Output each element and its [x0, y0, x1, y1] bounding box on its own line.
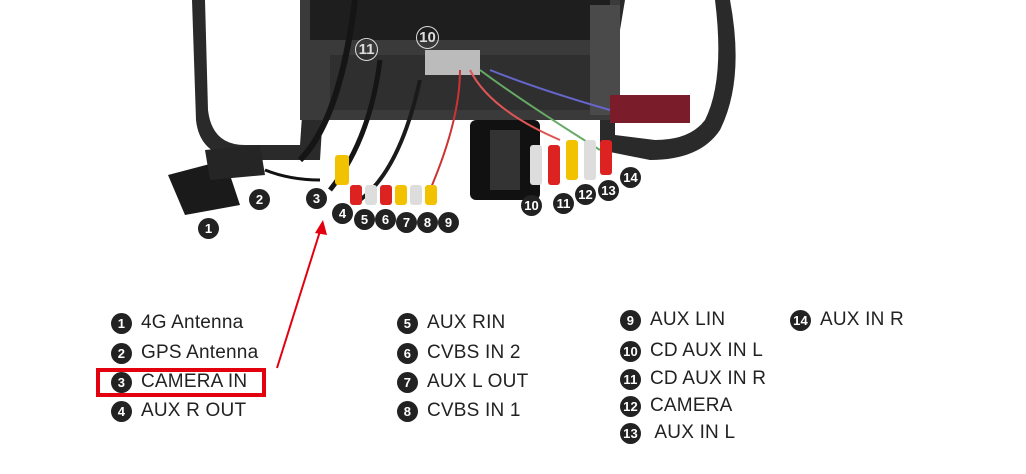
legend-label: 4G Antenna — [141, 312, 244, 333]
photo-number-12: 12 — [575, 184, 605, 205]
legend-label: AUX RIN — [427, 312, 506, 333]
photo-number-9: 9 — [438, 212, 468, 233]
photo-number-5: 5 — [354, 209, 384, 230]
highlight-box — [96, 368, 266, 397]
legend-label: CD AUX IN R — [650, 368, 767, 389]
legend-label: AUX IN R — [820, 309, 904, 330]
photo-number-6: 6 — [375, 209, 405, 230]
photo-number-14: 14 — [620, 167, 650, 188]
legend-label: AUX LIN — [650, 309, 726, 330]
legend-label: AUX IN L — [650, 422, 736, 443]
legend-label: CD AUX IN L — [650, 340, 764, 361]
unit-number-10: 10 — [416, 26, 448, 49]
photo-number-8: 8 — [417, 212, 447, 233]
legend-label: AUX L OUT — [427, 371, 529, 392]
arrow-line — [276, 227, 322, 369]
legend-label: GPS Antenna — [141, 342, 259, 363]
legend-label: CAMERA IN — [141, 371, 248, 392]
legend-item-13: 13 AUX IN L — [620, 422, 735, 444]
unit-number-11: 11 — [355, 38, 387, 61]
legend-label: AUX R OUT — [141, 400, 247, 421]
photo-number-3: 3 — [306, 188, 336, 209]
photo-number-7: 7 — [396, 212, 426, 233]
photo-number-2: 2 — [249, 189, 279, 210]
photo-number-10: 10 — [521, 195, 551, 216]
photo-number-1: 1 — [198, 218, 228, 239]
photo-number-13: 13 — [598, 180, 628, 201]
legend-label: CVBS IN 2 — [427, 342, 521, 363]
legend-label: CAMERA — [650, 395, 733, 416]
photo-number-11: 11 — [553, 193, 583, 214]
legend-label: CVBS IN 1 — [427, 400, 521, 421]
rca-plugs — [335, 140, 612, 205]
photo-number-4: 4 — [332, 203, 362, 224]
arrow-head — [315, 220, 327, 235]
